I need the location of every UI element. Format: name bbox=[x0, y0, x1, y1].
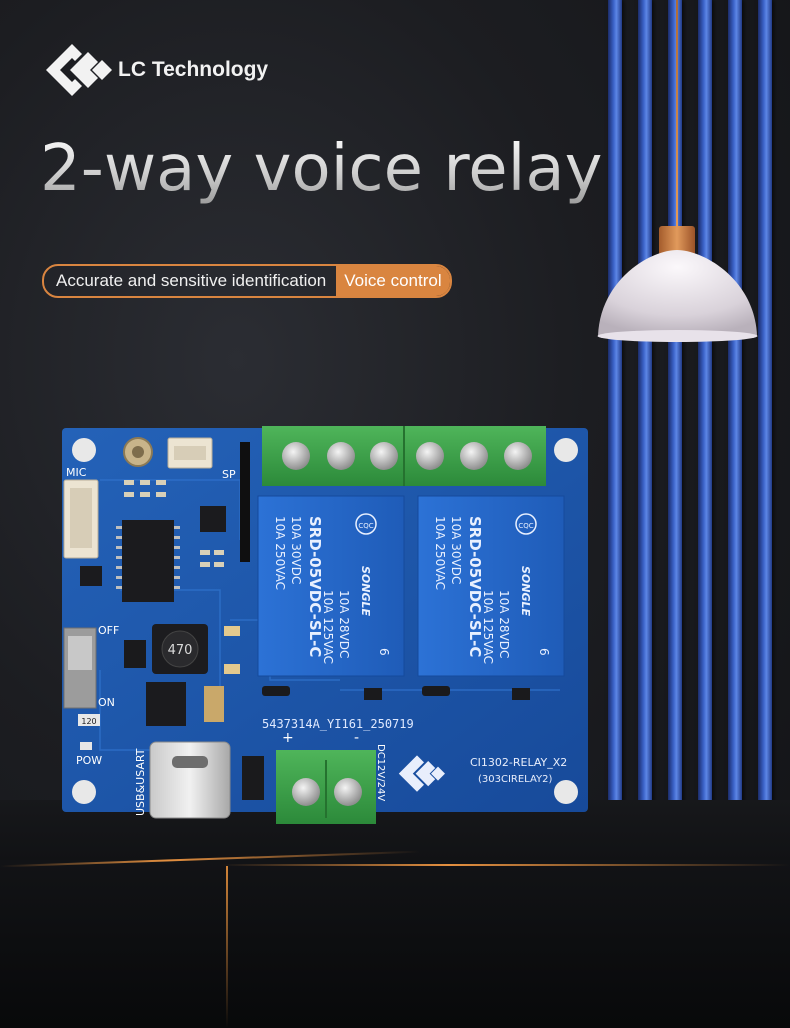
screw-terminal[interactable] bbox=[504, 442, 532, 470]
screw-terminal[interactable] bbox=[416, 442, 444, 470]
relay-1-model: SRD-05VDC-SL-C bbox=[306, 516, 324, 657]
capacitor bbox=[224, 664, 240, 674]
diode bbox=[124, 640, 146, 668]
relay-2-rating: 10A 250VAC bbox=[433, 516, 447, 590]
feature-pill: Accurate and sensitive identification Vo… bbox=[42, 264, 452, 298]
relay-2-pins: 6 bbox=[537, 648, 551, 656]
brand-name: LC Technology bbox=[118, 58, 269, 81]
pendant-lamp-icon bbox=[597, 226, 758, 342]
screw-terminal[interactable] bbox=[282, 442, 310, 470]
edge-glow bbox=[226, 866, 228, 1028]
relay-2: 10A 250VAC 10A 30VDC SRD-05VDC-SL-C 10A … bbox=[417, 495, 565, 677]
capacitor bbox=[204, 686, 224, 722]
inductor-label: 470 bbox=[168, 643, 193, 658]
screw-terminal[interactable] bbox=[370, 442, 398, 470]
relay-2-rating: 10A 125VAC bbox=[481, 590, 495, 664]
transistor bbox=[512, 688, 530, 700]
regulator-chip bbox=[146, 682, 186, 726]
usb-c-port[interactable] bbox=[149, 741, 231, 819]
led-code: 120 bbox=[81, 717, 96, 726]
mount-hole bbox=[554, 438, 578, 462]
power-led bbox=[80, 742, 92, 750]
relay-2-rating: 10A 28VDC bbox=[497, 590, 511, 658]
mount-hole bbox=[72, 780, 96, 804]
serial-number: 5437314A_YI161_250719 bbox=[262, 717, 414, 731]
screw-terminal[interactable] bbox=[460, 442, 488, 470]
board-logo-icon bbox=[398, 755, 445, 792]
flyback-diode bbox=[262, 686, 290, 696]
screw-terminal[interactable] bbox=[334, 778, 362, 806]
board-model: CI1302-RELAY_X2 bbox=[470, 756, 567, 769]
small-chip bbox=[80, 566, 102, 586]
usb-label: USB&USART bbox=[134, 748, 147, 816]
pow-label: POW bbox=[76, 754, 102, 767]
header-strip bbox=[240, 442, 250, 562]
relay-1-rating: 10A 28VDC bbox=[337, 590, 351, 658]
minus-label: - bbox=[354, 730, 359, 746]
relay-2-brand: SONGLE bbox=[519, 566, 532, 617]
relay-1: 10A 250VAC 10A 30VDC SRD-05VDC-SL-C 10A … bbox=[257, 495, 405, 677]
relay-2-cert: CQC bbox=[518, 522, 533, 530]
screw-terminal[interactable] bbox=[292, 778, 320, 806]
transistor bbox=[364, 688, 382, 700]
off-label: OFF bbox=[98, 624, 119, 637]
striped-wall bbox=[600, 0, 790, 840]
flyback-diode bbox=[422, 686, 450, 696]
sp-label: SP bbox=[222, 468, 236, 481]
relay-1-pins: 6 bbox=[377, 648, 391, 656]
dc-voltage-label: DC12V/24V bbox=[375, 744, 386, 801]
screw-terminal[interactable] bbox=[327, 442, 355, 470]
relay-2-rating: 10A 30VDC bbox=[449, 516, 463, 584]
lamp-cord bbox=[676, 0, 678, 226]
small-chip bbox=[200, 506, 226, 532]
relay-1-cert: CQC bbox=[358, 522, 373, 530]
mount-hole bbox=[554, 780, 578, 804]
brand: LC Technology bbox=[42, 42, 268, 98]
on-label: ON bbox=[98, 696, 115, 709]
diode bbox=[242, 756, 264, 800]
feature-primary: Accurate and sensitive identification bbox=[56, 271, 327, 290]
board-model-sub: (303CIRELAY2) bbox=[478, 774, 553, 785]
relay-1-rating: 10A 125VAC bbox=[321, 590, 335, 664]
relay-1-brand: SONGLE bbox=[359, 566, 372, 617]
plus-label: + bbox=[282, 730, 294, 746]
relay-1-rating: 10A 250VAC bbox=[273, 516, 287, 590]
relay-1-rating: 10A 30VDC bbox=[289, 516, 303, 584]
lc-logo-icon bbox=[46, 44, 112, 96]
capacitor bbox=[224, 626, 240, 636]
page-title: 2-way voice relay bbox=[40, 132, 603, 206]
edge-glow bbox=[220, 864, 790, 866]
relay-board: SP MIC OFF ON 47 bbox=[62, 426, 588, 824]
feature-secondary: Voice control bbox=[336, 266, 450, 296]
relay-2-model: SRD-05VDC-SL-C bbox=[466, 516, 484, 657]
floor-front bbox=[0, 860, 790, 1028]
mount-hole bbox=[72, 438, 96, 462]
mic-label: MIC bbox=[66, 466, 87, 479]
voice-chip bbox=[122, 520, 174, 602]
